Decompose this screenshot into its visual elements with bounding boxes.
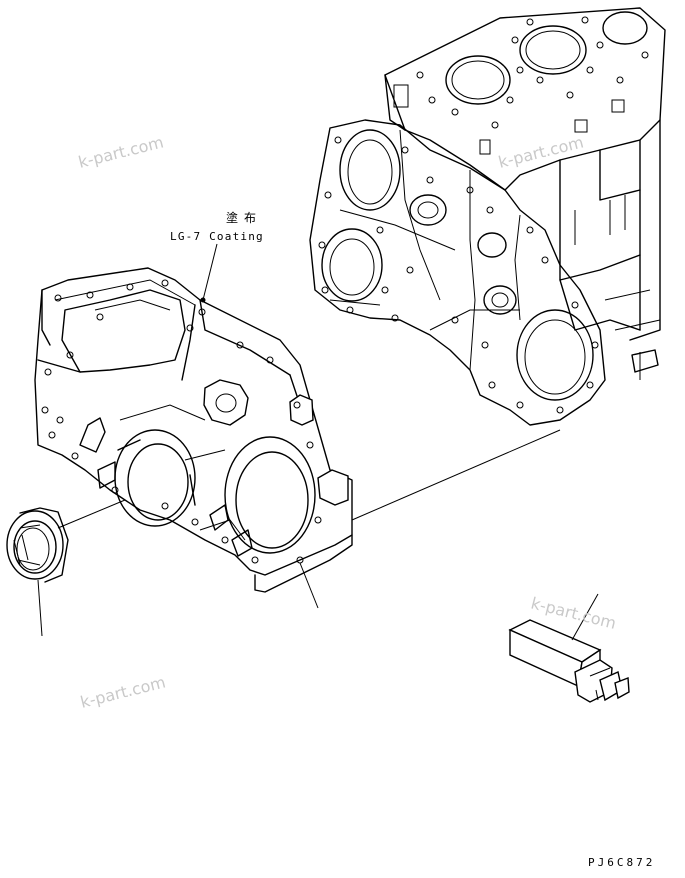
watermark: k-part.com — [76, 132, 165, 172]
engine-block — [309, 7, 666, 426]
coating-japanese-label: 塗布 — [226, 210, 262, 225]
front-cover — [34, 267, 353, 593]
watermark: k-part.com — [496, 132, 585, 172]
watermark: k-part.com — [78, 672, 167, 712]
leader-lines — [37, 243, 599, 641]
installer-tool — [508, 619, 630, 703]
oil-seal — [6, 507, 69, 583]
drawing-code: PJ6C872 — [588, 856, 655, 869]
coating-label: LG-7 Coating — [170, 230, 264, 243]
coating-point — [200, 297, 206, 303]
